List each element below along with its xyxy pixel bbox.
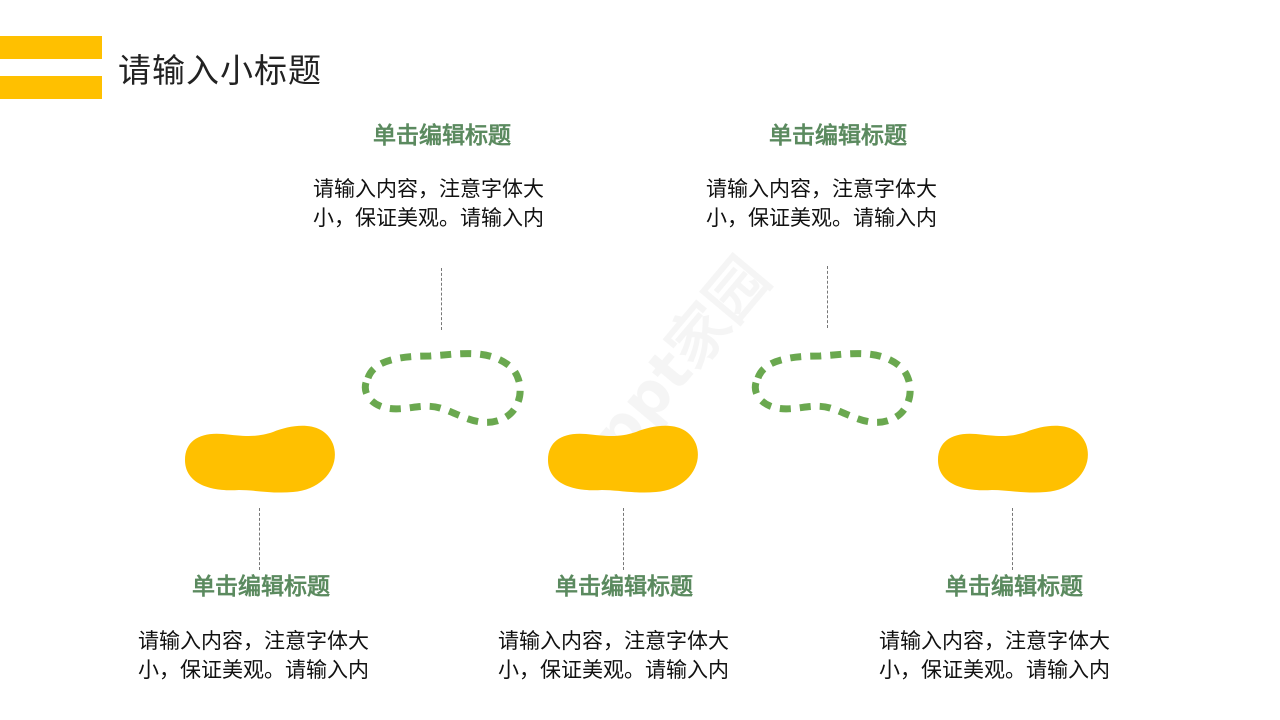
footprint-icon <box>548 425 698 493</box>
item-body-line: 请输入内容，注意字体大 <box>138 629 369 653</box>
item-title-top-1[interactable]: 单击编辑标题 <box>373 122 511 149</box>
item-body-line: 请输入内容，注意字体大 <box>498 629 729 653</box>
item-title-top-2[interactable]: 单击编辑标题 <box>769 122 907 149</box>
item-body-line: 小，保证美观。请输入内 <box>138 658 369 682</box>
item-body-top-2[interactable]: 请输入内容，注意字体大 小，保证美观。请输入内 <box>706 175 976 233</box>
connector-line <box>623 508 624 570</box>
footprint-icon <box>938 425 1088 493</box>
item-body-bottom-1[interactable]: 请输入内容，注意字体大 小，保证美观。请输入内 <box>138 627 408 685</box>
item-body-line: 小，保证美观。请输入内 <box>706 206 937 230</box>
item-body-bottom-2[interactable]: 请输入内容，注意字体大 小，保证美观。请输入内 <box>498 627 768 685</box>
accent-bar-top <box>0 36 102 59</box>
accent-bar-bottom <box>0 76 102 99</box>
footprint-outline-icon <box>751 350 914 426</box>
connector-line <box>441 268 442 330</box>
slide-title[interactable]: 请输入小标题 <box>118 51 322 90</box>
item-body-line: 小，保证美观。请输入内 <box>313 206 544 230</box>
item-body-line: 小，保证美观。请输入内 <box>879 658 1110 682</box>
item-body-line: 请输入内容，注意字体大 <box>706 177 937 201</box>
item-body-bottom-3[interactable]: 请输入内容，注意字体大 小，保证美观。请输入内 <box>879 627 1149 685</box>
item-body-line: 小，保证美观。请输入内 <box>498 658 729 682</box>
connector-line <box>827 266 828 328</box>
footprint-icon <box>185 425 335 493</box>
connector-line <box>259 508 260 570</box>
connector-line <box>1012 508 1013 570</box>
item-body-top-1[interactable]: 请输入内容，注意字体大 小，保证美观。请输入内 <box>313 175 583 233</box>
footprint-outline-icon <box>361 350 524 426</box>
item-title-bottom-3[interactable]: 单击编辑标题 <box>945 573 1083 600</box>
item-body-line: 请输入内容，注意字体大 <box>879 629 1110 653</box>
item-body-line: 请输入内容，注意字体大 <box>313 177 544 201</box>
item-title-bottom-1[interactable]: 单击编辑标题 <box>192 573 330 600</box>
item-title-bottom-2[interactable]: 单击编辑标题 <box>555 573 693 600</box>
